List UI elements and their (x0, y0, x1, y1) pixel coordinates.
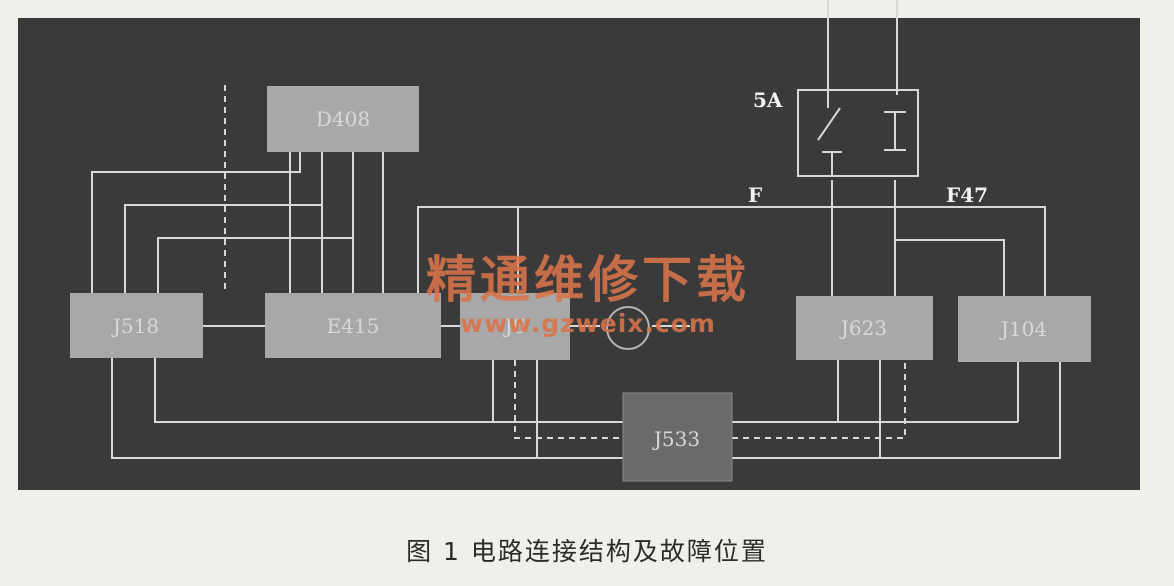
wires (91, 0, 1061, 459)
block-j533: J533 (622, 392, 733, 482)
watermark-url: www.gzweix.com (460, 309, 716, 338)
block-label: J104 (999, 317, 1047, 341)
circuit-diagram: D408 J518 E415 J6 J623 J104 J533 5A F F4… (18, 0, 1140, 490)
block-j518: J518 (70, 293, 203, 358)
label-fuse-5a: 5A (753, 88, 783, 112)
block-label: E415 (327, 314, 380, 338)
block-label: D408 (316, 107, 370, 131)
block-j623: J623 (796, 296, 933, 360)
relay (797, 89, 919, 177)
block-d408: D408 (267, 86, 419, 152)
block-e415: E415 (265, 293, 441, 358)
label-node-f: F (748, 183, 762, 207)
block-j104: J104 (958, 296, 1091, 362)
dashed-wires (224, 85, 906, 439)
lamp-icon (606, 306, 650, 350)
block-label: J533 (652, 427, 700, 451)
label-node-f47: F47 (946, 183, 988, 207)
figure-caption: 图 1 电路连接结构及故障位置 (406, 537, 768, 566)
block-j6: J6 (460, 293, 570, 360)
relay-box (797, 89, 919, 177)
diagram-panel (18, 18, 1140, 490)
block-label: J623 (839, 316, 887, 340)
block-label: J6 (503, 314, 526, 338)
block-label: J518 (111, 314, 159, 338)
watermark-text: 精通维修下载 (426, 251, 750, 309)
